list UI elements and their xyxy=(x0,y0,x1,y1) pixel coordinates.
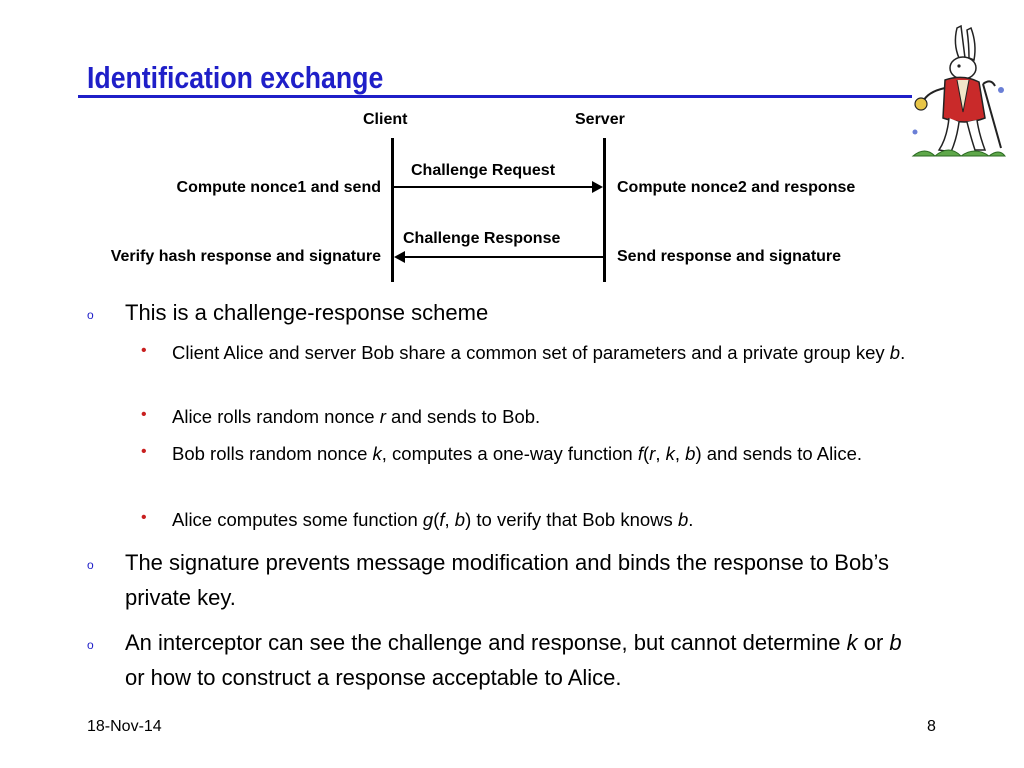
server-lifeline xyxy=(603,138,606,282)
arrow-left-icon xyxy=(394,251,405,263)
sub-bullet-marker-icon: • xyxy=(141,509,147,526)
server-action-1: Compute nonce2 and response xyxy=(617,179,856,196)
sub-bullet-marker-icon: • xyxy=(141,342,147,359)
server-label: Server xyxy=(575,111,625,128)
slide-title: Identification exchange xyxy=(87,60,384,95)
server-action-2: Send response and signature xyxy=(617,248,842,265)
client-label: Client xyxy=(363,111,408,128)
white-rabbit-icon xyxy=(911,24,1007,157)
footer-date: 18-Nov-14 xyxy=(87,718,162,735)
sub-bullet-2: Alice rolls random nonce r and sends to … xyxy=(172,406,541,427)
sub-bullet-1: Client Alice and server Bob share a comm… xyxy=(172,342,906,363)
arrow-right-icon xyxy=(592,181,603,193)
challenge-request-arrow-line xyxy=(394,186,594,188)
bullet-1: This is a challenge-response scheme xyxy=(125,300,489,325)
page-number: 8 xyxy=(927,718,936,735)
bullet-marker-icon: o xyxy=(87,558,94,572)
sub-bullet-4: Alice computes some function g(f, b) to … xyxy=(172,509,694,530)
client-action-1: Compute nonce1 and send xyxy=(176,179,381,196)
challenge-response-arrow-line xyxy=(404,256,603,258)
title-underline xyxy=(78,95,912,98)
bullet-marker-icon: o xyxy=(87,638,94,652)
challenge-request-label: Challenge Request xyxy=(411,162,556,179)
sub-bullet-3: Bob rolls random nonce k, computes a one… xyxy=(172,443,863,464)
client-action-2: Verify hash response and signature xyxy=(110,248,381,265)
challenge-response-label: Challenge Response xyxy=(403,230,561,247)
bullet-3: An interceptor can see the challenge and… xyxy=(125,630,902,690)
sub-bullet-marker-icon: • xyxy=(141,406,147,423)
bullet-marker-icon: o xyxy=(87,308,94,322)
client-lifeline xyxy=(391,138,394,282)
bullet-2: The signature prevents message modificat… xyxy=(125,550,889,610)
sub-bullet-marker-icon: • xyxy=(141,443,147,460)
